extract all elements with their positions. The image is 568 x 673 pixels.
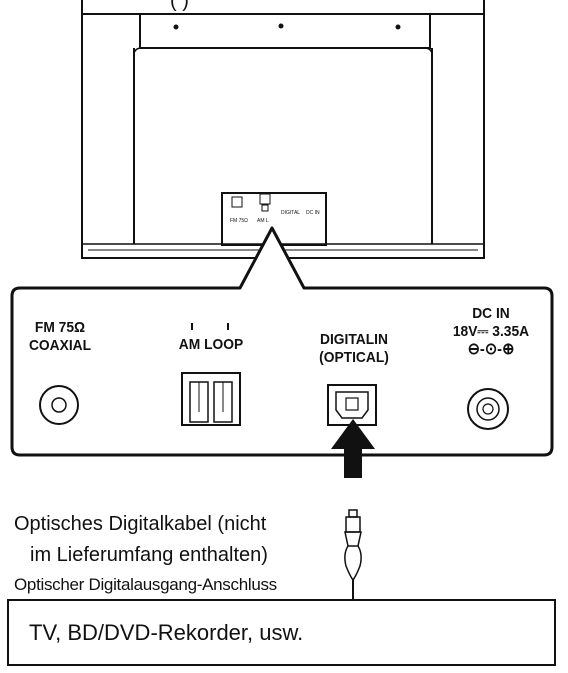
digital-port-line1: DIGITALIN xyxy=(320,331,388,348)
svg-text:AM L: AM L xyxy=(257,218,269,224)
optical-output-label: Optischer Digitalausgang-Anschluss xyxy=(14,575,277,594)
am-port-line: AM LOOP xyxy=(178,336,244,353)
dc-in-jack-icon xyxy=(467,388,509,430)
source-device-label: TV, BD/DVD-Rekorder, usw. xyxy=(29,620,304,645)
digital-port-line2: (OPTICAL) xyxy=(319,349,389,366)
fm-coax-jack-icon xyxy=(39,385,79,425)
zoom-panel xyxy=(10,226,554,457)
am-port-label: AM LOOP xyxy=(170,336,253,354)
svg-text:DIGITAL: DIGITAL xyxy=(281,210,300,216)
svg-text:FM 75Ω: FM 75Ω xyxy=(230,218,248,224)
cable-caption-line1: Optisches Digitalkabel (nicht xyxy=(14,513,267,535)
fm-port-label: FM 75Ω COAXIAL xyxy=(25,319,95,355)
dc-port-line2: 18V⎓ 3.35A xyxy=(452,323,530,340)
am-loop-terminal-icon xyxy=(181,323,241,426)
optical-plug-icon xyxy=(344,509,362,600)
insert-arrow-icon xyxy=(331,419,375,478)
fm-port-line2: COAXIAL xyxy=(28,337,92,354)
source-device-box: TV, BD/DVD-Rekorder, usw. xyxy=(7,599,556,666)
dc-port-line1: DC IN xyxy=(472,305,510,322)
digital-port-label: DIGITALIN (OPTICAL) xyxy=(304,331,403,367)
unit-back-view: FM 75Ω AM L DIGITAL DC IN xyxy=(81,0,485,259)
cable-caption-line2: im Lieferumfang enthalten) xyxy=(30,544,268,566)
svg-text:DC IN: DC IN xyxy=(306,210,320,216)
top-title-partial: ( ) xyxy=(170,0,189,12)
dc-port-label: DC IN 18V⎓ 3.35A ⊖-⊙-⊕ xyxy=(442,305,540,359)
fm-port-line1: FM 75Ω xyxy=(34,319,86,336)
dc-polarity-symbol: ⊖-⊙-⊕ xyxy=(467,341,515,358)
